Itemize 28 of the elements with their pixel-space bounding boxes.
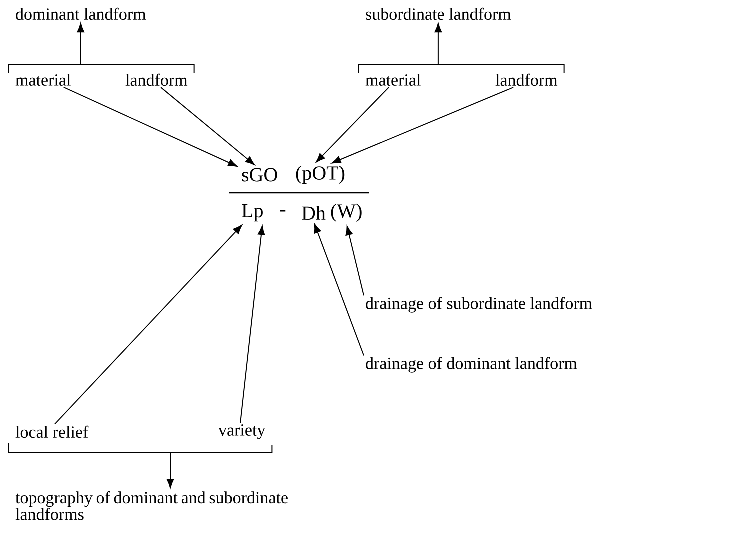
label-text: landform: [496, 74, 558, 86]
label-text: topography of dominant and subordinate landforms: [16, 492, 288, 520]
formula-term: Dh: [302, 206, 326, 220]
label-text: material: [16, 74, 71, 86]
arrow: [240, 226, 266, 424]
label-text: drainage of subordinate landform: [366, 297, 592, 313]
formula-symbol: -: [280, 210, 286, 212]
bracket-arrow: [8, 23, 195, 74]
arrow: [332, 87, 514, 164]
formula-term: sGO: [242, 168, 278, 182]
label-text: landform: [126, 74, 188, 86]
label-text: material: [366, 74, 421, 86]
arrow: [160, 87, 255, 166]
bracket-arrow: [358, 23, 565, 74]
label-text: dominant landform: [16, 8, 146, 20]
arrow: [346, 226, 364, 296]
label-text: subordinate landform: [366, 8, 512, 20]
arrow: [316, 86, 390, 163]
arrow: [314, 224, 364, 356]
formula-term: (pOT): [296, 166, 345, 184]
arrow: [54, 224, 242, 425]
formula-term: (W): [331, 204, 362, 222]
label-text: local relief: [16, 426, 89, 438]
formula-term: Lp: [242, 204, 263, 222]
bracket-arrow: [8, 443, 273, 488]
label-text: drainage of dominant landform: [366, 357, 578, 373]
arrow: [63, 86, 238, 167]
label-text: variety: [218, 424, 266, 440]
